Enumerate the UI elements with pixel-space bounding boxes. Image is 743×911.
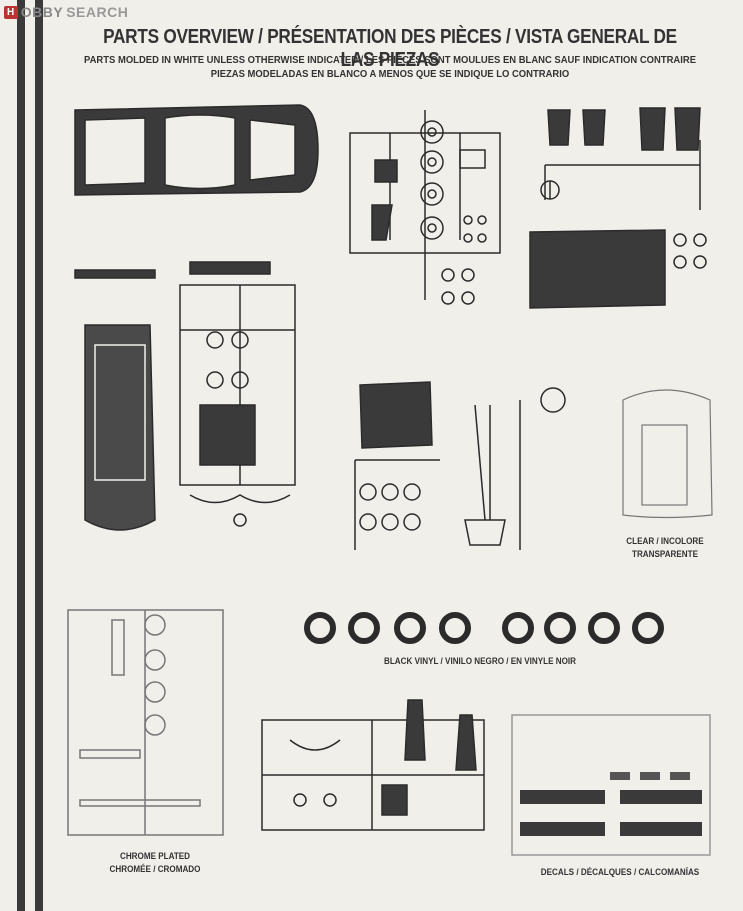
watermark-brand: OBBY xyxy=(20,4,64,20)
chassis-part xyxy=(74,269,156,531)
label-clear-line-1: CLEAR / INCOLORE xyxy=(626,536,704,546)
subtitle-line-2: PIEZAS MODELADAS EN BLANCO A MENOS QUE S… xyxy=(210,68,570,80)
label-decals: DECALS / DÉCALQUES / CALCOMANÍAS xyxy=(540,867,700,877)
tires-row xyxy=(304,612,664,644)
label-chrome: CHROME PLATED CHROMÉE / CROMADO xyxy=(97,850,214,876)
watermark: H OBBY SEARCH xyxy=(4,4,128,20)
watermark-badge: H xyxy=(4,5,18,19)
label-clear-line-2: TRANSPARENTE xyxy=(631,549,699,559)
watermark-search: SEARCH xyxy=(66,4,129,20)
wheel-sprue-top xyxy=(349,110,501,305)
clear-window-part xyxy=(622,389,713,519)
label-black-vinyl: BLACK VINYL / VINILO NEGRO / EN VINYLE N… xyxy=(383,656,577,666)
left-stripe-1 xyxy=(17,0,25,911)
interior-tub-part xyxy=(529,229,707,309)
hood-sprue xyxy=(354,381,566,550)
car-body-part xyxy=(74,104,319,196)
seats-sprue xyxy=(540,107,701,210)
label-chrome-line-1: CHROME PLATED xyxy=(119,851,191,861)
engine-sprue xyxy=(261,699,485,831)
subtitle-line-1: PARTS MOLDED IN WHITE UNLESS OTHERWISE I… xyxy=(84,54,696,66)
label-clear: CLEAR / INCOLORE TRANSPARENTE xyxy=(607,535,724,561)
left-stripe-2 xyxy=(35,0,43,911)
chrome-sprue xyxy=(67,609,224,836)
page-title: PARTS OVERVIEW / PRÉSENTATION DES PIÈCES… xyxy=(103,26,677,71)
label-chrome-line-2: CHROMÉE / CROMADO xyxy=(109,864,201,874)
decal-sheet xyxy=(511,714,711,856)
suspension-sprue xyxy=(179,261,296,527)
